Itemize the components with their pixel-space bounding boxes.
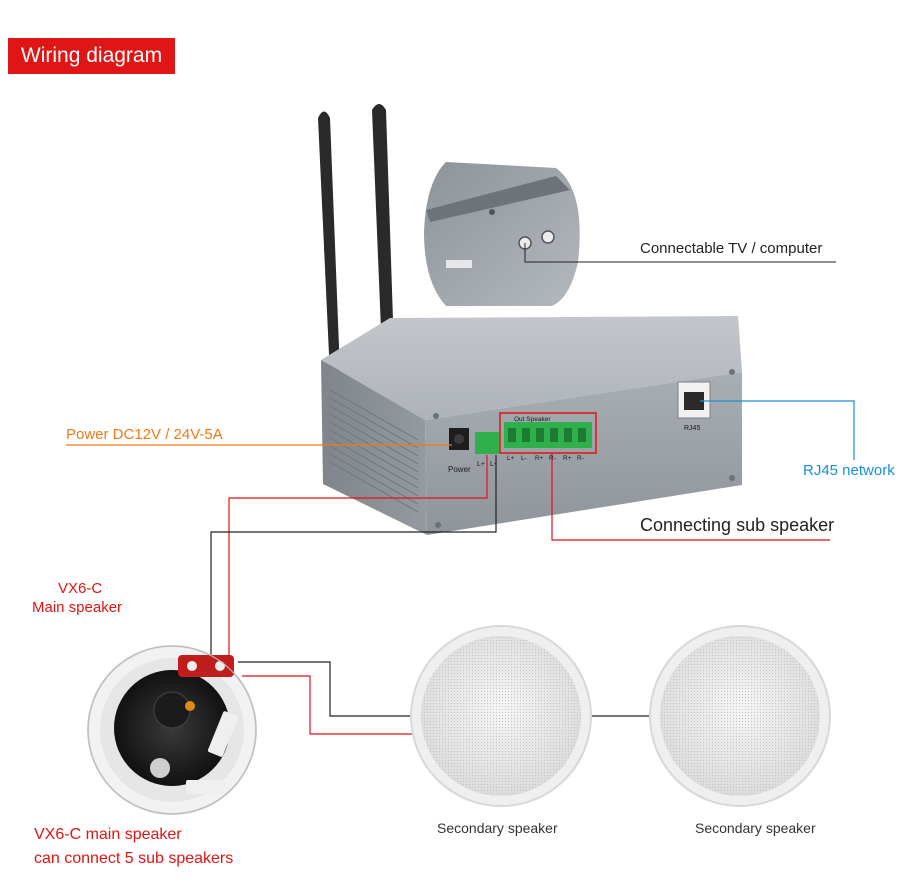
output-terminal-highlight bbox=[499, 412, 597, 454]
output-terminal-label: R- bbox=[549, 455, 556, 462]
output-terminal-label: L+ bbox=[507, 455, 515, 462]
screw bbox=[435, 522, 441, 528]
secondary-speaker-1-label: Secondary speaker bbox=[437, 820, 558, 836]
main-speaker-image bbox=[87, 645, 257, 815]
power-port-label: Power bbox=[448, 465, 471, 474]
output-terminal-label: R+ bbox=[563, 455, 572, 462]
speaker-terminal bbox=[178, 655, 234, 677]
output-terminal-label: R- bbox=[577, 455, 584, 462]
zoom-inset bbox=[424, 162, 580, 306]
slot bbox=[446, 260, 472, 268]
screw bbox=[433, 413, 439, 419]
secondary-speaker-1-image bbox=[410, 625, 592, 807]
screw bbox=[729, 369, 735, 375]
secondary-speaker-2-image bbox=[649, 625, 831, 807]
red-wire-sub bbox=[242, 675, 412, 735]
output-terminal-label: R+ bbox=[535, 455, 544, 462]
diagram-title-badge: Wiring diagram bbox=[8, 38, 175, 74]
tv-callout-line bbox=[524, 243, 836, 263]
amplifier-device bbox=[321, 316, 742, 535]
input-terminal-block bbox=[475, 432, 499, 454]
secondary-speaker-2-label: Secondary speaker bbox=[695, 820, 816, 836]
main-speaker-note-line1: VX6-C main speaker bbox=[34, 826, 182, 843]
main-speaker-model: VX6-C bbox=[58, 580, 103, 597]
output-terminal-labels: L+ L- R+ R- R+ R- bbox=[507, 455, 584, 462]
antenna-right bbox=[372, 104, 394, 354]
main-speaker-note-line2: can connect 5 sub speakers bbox=[34, 850, 234, 867]
power-label: Power DC12V / 24V-5A bbox=[66, 426, 223, 443]
audio-jack-icon bbox=[541, 230, 555, 244]
input-l-minus-label: L- bbox=[490, 461, 497, 468]
antenna-left bbox=[318, 111, 340, 376]
output-terminal-label: L- bbox=[521, 455, 527, 462]
screw bbox=[729, 475, 735, 481]
main-speaker-role: Main speaker bbox=[32, 599, 123, 616]
side-vents bbox=[329, 389, 419, 513]
black-wire-sub bbox=[238, 661, 412, 717]
output-terminal-block bbox=[504, 422, 592, 448]
rj45-port-label: RJ45 bbox=[684, 425, 700, 432]
sub-speaker-label: Connecting sub speaker bbox=[640, 515, 835, 535]
tv-computer-label: Connectable TV / computer bbox=[640, 240, 823, 257]
input-l-plus-label: L+ bbox=[477, 461, 485, 468]
rj45-network-label: RJ45 network bbox=[803, 462, 895, 479]
sub-speaker-callout-line bbox=[551, 453, 830, 541]
rj45-callout-line bbox=[700, 400, 855, 460]
out-speaker-label: Out Speaker bbox=[514, 416, 551, 423]
